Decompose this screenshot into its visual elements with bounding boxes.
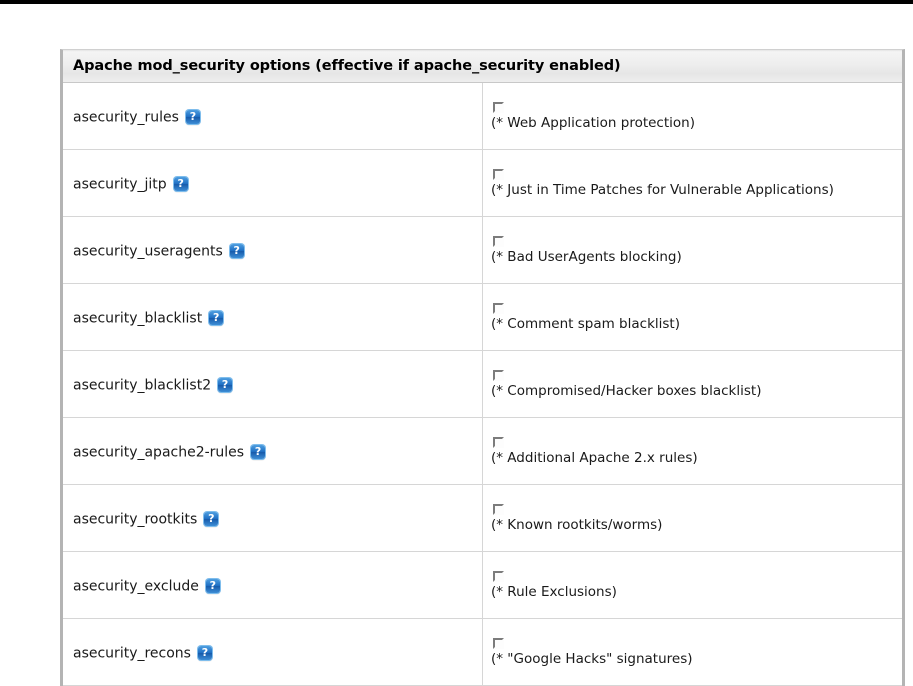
- option-checkbox[interactable]: [493, 369, 504, 381]
- help-question-icon[interactable]: [218, 377, 233, 393]
- option-name-label: asecurity_blacklist2: [73, 377, 212, 393]
- table-row: asecurity_useragents (* Bad UserAgents bl…: [63, 216, 902, 284]
- top-edge-strip: [0, 0, 913, 4]
- option-name-cell: asecurity_useragents: [63, 216, 483, 284]
- table-row: asecurity_blacklist2 (* Compromised/Hacke…: [63, 350, 902, 418]
- panel-title: Apache mod_security options (effective i…: [63, 50, 902, 83]
- option-value-cell: (* Just in Time Patches for Vulnerable A…: [482, 149, 902, 217]
- table-row: asecurity_jitp (* Just in Time Patches fo…: [63, 149, 902, 217]
- option-name-label: asecurity_rootkits: [73, 511, 198, 527]
- option-name-label: asecurity_blacklist: [73, 310, 203, 326]
- option-value-cell: (* Rule Exclusions): [482, 551, 902, 619]
- option-description: (* "Google Hacks" signatures): [491, 650, 693, 667]
- option-description: (* Additional Apache 2.x rules): [491, 449, 698, 466]
- apache-mod-security-options-panel: Apache mod_security options (effective i…: [60, 49, 905, 686]
- table-row: asecurity_exclude (* Rule Exclusions): [63, 551, 902, 619]
- option-checkbox[interactable]: [493, 235, 504, 247]
- option-checkbox[interactable]: [493, 637, 504, 649]
- option-name-cell: asecurity_jitp: [63, 149, 483, 217]
- option-description: (* Rule Exclusions): [491, 583, 617, 600]
- help-question-icon[interactable]: [205, 578, 220, 594]
- options-table: Apache mod_security options (effective i…: [63, 50, 902, 686]
- option-checkbox[interactable]: [493, 436, 504, 448]
- table-row: asecurity_rootkits (* Known rootkits/worm…: [63, 484, 902, 552]
- table-header-row: Apache mod_security options (effective i…: [63, 50, 902, 83]
- option-checkbox[interactable]: [493, 168, 504, 180]
- table-row: asecurity_apache2-rules (* Additional Apa…: [63, 417, 902, 485]
- table-row: asecurity_rules (* Web Application protec…: [63, 82, 902, 150]
- option-value-cell: (* Comment spam blacklist): [482, 283, 902, 351]
- option-checkbox[interactable]: [493, 570, 504, 582]
- option-description: (* Compromised/Hacker boxes blacklist): [491, 382, 762, 399]
- help-question-icon[interactable]: [173, 176, 188, 192]
- option-value-cell: (* Bad UserAgents blocking): [482, 216, 902, 284]
- option-checkbox[interactable]: [493, 503, 504, 515]
- option-checkbox[interactable]: [493, 101, 504, 113]
- help-question-icon[interactable]: [229, 243, 244, 259]
- option-name-label: asecurity_exclude: [73, 578, 199, 594]
- option-name-cell: asecurity_rootkits: [63, 484, 483, 552]
- option-description: (* Bad UserAgents blocking): [491, 248, 682, 265]
- help-question-icon[interactable]: [209, 310, 224, 326]
- option-name-cell: asecurity_blacklist2: [63, 350, 483, 418]
- option-description: (* Just in Time Patches for Vulnerable A…: [491, 181, 834, 198]
- table-row: asecurity_recons (* "Google Hacks" signat…: [63, 618, 902, 686]
- help-question-icon[interactable]: [204, 511, 219, 527]
- option-checkbox[interactable]: [493, 302, 504, 314]
- option-name-cell: asecurity_exclude: [63, 551, 483, 619]
- option-name-cell: asecurity_recons: [63, 618, 483, 686]
- option-name-cell: asecurity_apache2-rules: [63, 417, 483, 485]
- option-description: (* Web Application protection): [491, 114, 695, 131]
- option-value-cell: (* Web Application protection): [482, 82, 902, 150]
- option-name-label: asecurity_rules: [73, 109, 179, 125]
- options-table-body: asecurity_rules (* Web Application protec…: [63, 82, 902, 686]
- option-name-label: asecurity_apache2-rules: [73, 444, 245, 460]
- option-description: (* Comment spam blacklist): [491, 315, 680, 332]
- option-description: (* Known rootkits/worms): [491, 516, 663, 533]
- option-value-cell: (* Known rootkits/worms): [482, 484, 902, 552]
- option-name-cell: asecurity_blacklist: [63, 283, 483, 351]
- help-question-icon[interactable]: [185, 109, 200, 125]
- help-question-icon[interactable]: [197, 645, 212, 661]
- table-row: asecurity_blacklist (* Comment spam black…: [63, 283, 902, 351]
- option-value-cell: (* Compromised/Hacker boxes blacklist): [482, 350, 902, 418]
- option-name-label: asecurity_useragents: [73, 243, 223, 259]
- help-question-icon[interactable]: [251, 444, 266, 460]
- option-value-cell: (* Additional Apache 2.x rules): [482, 417, 902, 485]
- option-name-label: asecurity_recons: [73, 645, 191, 661]
- option-name-label: asecurity_jitp: [73, 176, 167, 192]
- option-name-cell: asecurity_rules: [63, 82, 483, 150]
- option-value-cell: (* "Google Hacks" signatures): [482, 618, 902, 686]
